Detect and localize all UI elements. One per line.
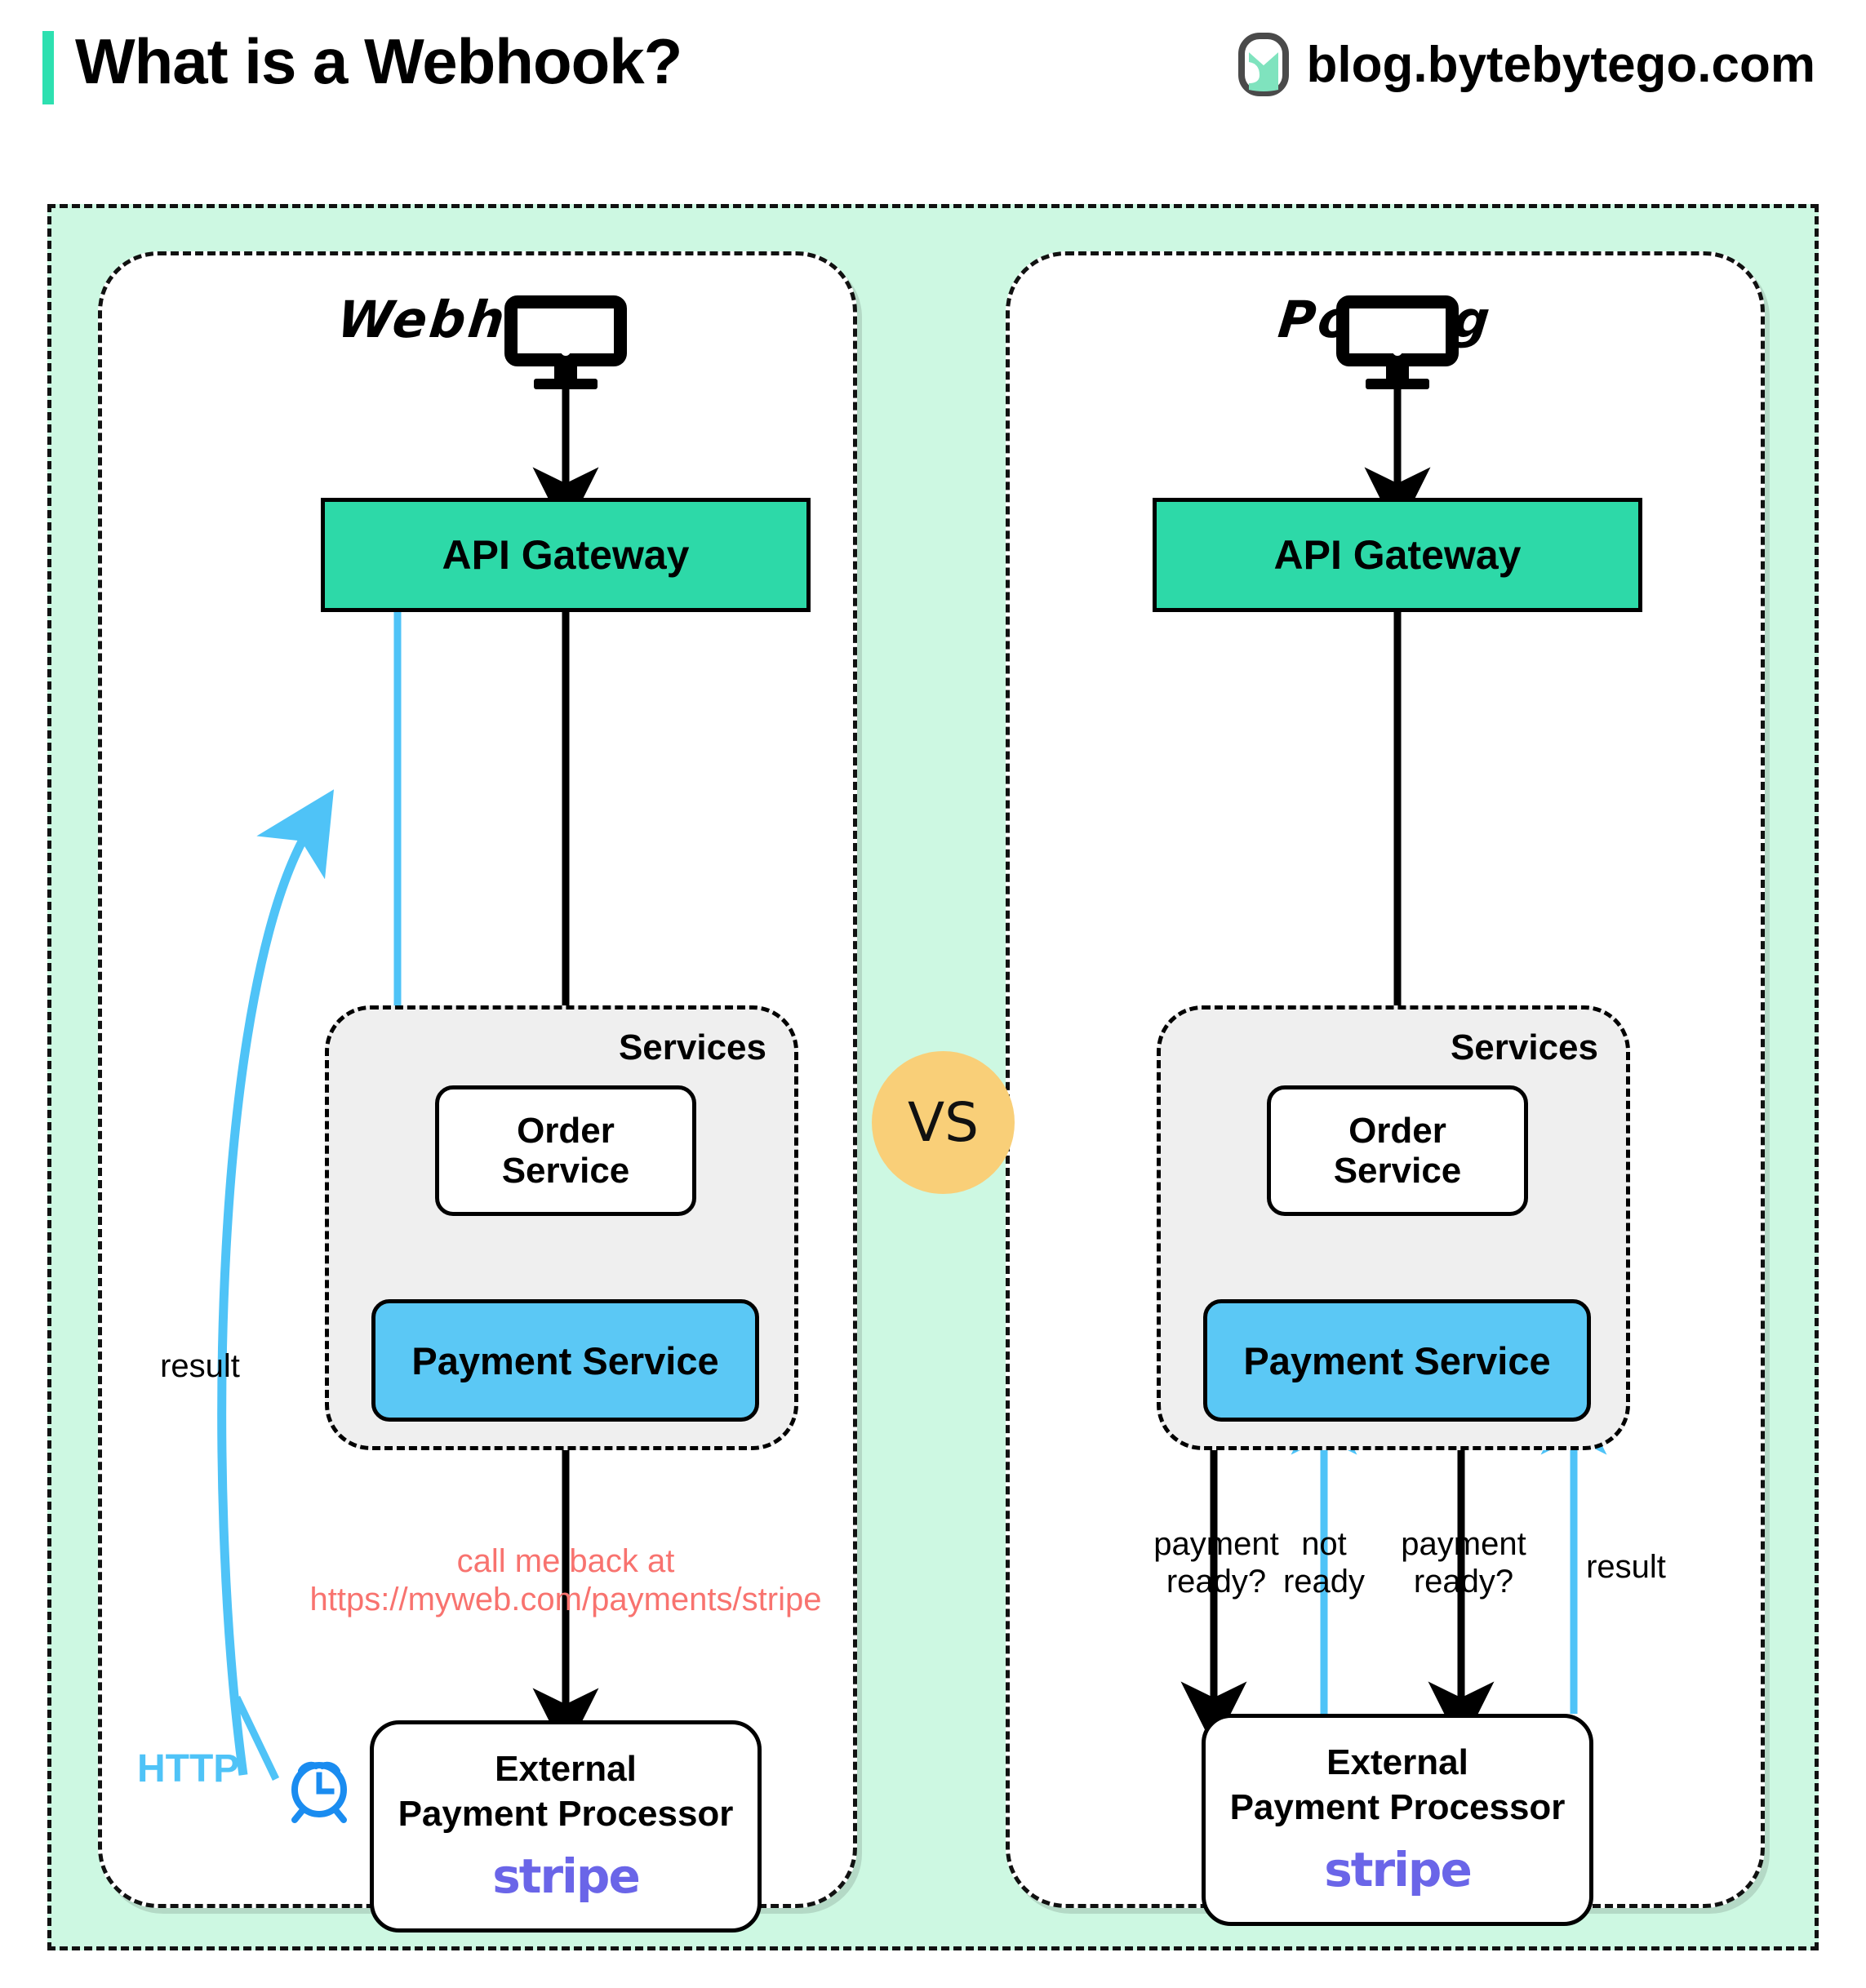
- monitor-base: [534, 379, 598, 389]
- poll-label-payment-ready-1: payment ready?: [1153, 1526, 1279, 1600]
- brand: blog.bytebytego.com: [1237, 33, 1815, 96]
- order-service-line2: Service: [501, 1151, 630, 1191]
- order-service-webhook[interactable]: Order Service: [435, 1085, 696, 1216]
- poll-label-payment-ready-2: payment ready?: [1401, 1526, 1526, 1600]
- services-label-polling: Services: [1450, 1027, 1598, 1067]
- payment-service-webhook[interactable]: Payment Service: [371, 1299, 759, 1422]
- poll-label-not-ready: not ready: [1282, 1526, 1366, 1600]
- services-label-webhook: Services: [618, 1027, 766, 1067]
- order-service-line1: Order: [517, 1110, 615, 1151]
- monitor-base: [1366, 379, 1429, 389]
- order-service-polling[interactable]: Order Service: [1267, 1085, 1528, 1216]
- page-header: What is a Webhook? blog.bytebytego.com: [0, 0, 1866, 139]
- processor-line2: Payment Processor: [1229, 1787, 1566, 1827]
- payment-service-polling[interactable]: Payment Service: [1203, 1299, 1591, 1422]
- monitor-icon-webhook: [504, 295, 627, 389]
- order-service-line2: Service: [1333, 1151, 1462, 1191]
- monitor-screen: [504, 295, 627, 366]
- processor-line1: External: [1326, 1742, 1468, 1782]
- callback-label-webhook: call me back at https://myweb.com/paymen…: [0, 1542, 1131, 1619]
- api-gateway-webhook[interactable]: API Gateway: [321, 498, 811, 612]
- title-accent-bar: [42, 31, 54, 104]
- page-title: What is a Webhook?: [75, 25, 682, 97]
- external-payment-processor-polling[interactable]: External Payment Processor stripe: [1202, 1714, 1593, 1926]
- callback-line1: call me back at: [456, 1543, 675, 1579]
- alarm-clock-icon: [291, 1761, 347, 1823]
- processor-line1: External: [495, 1748, 637, 1789]
- api-gateway-polling[interactable]: API Gateway: [1153, 498, 1642, 612]
- external-payment-processor-webhook[interactable]: External Payment Processor stripe: [370, 1720, 762, 1933]
- poll-label-result: result: [1586, 1549, 1666, 1585]
- stripe-logo: stripe: [492, 1848, 641, 1905]
- monitor-neck: [554, 365, 577, 383]
- callback-line2: https://myweb.com/payments/stripe: [309, 1582, 822, 1618]
- bytebytego-logo-icon: [1237, 33, 1289, 96]
- vs-badge: VS: [872, 1051, 1015, 1194]
- monitor-dot: [1393, 346, 1402, 356]
- processor-line2: Payment Processor: [398, 1794, 734, 1834]
- order-service-line1: Order: [1348, 1110, 1446, 1151]
- http-label-webhook: HTTP: [137, 1747, 240, 1791]
- monitor-dot: [561, 346, 571, 356]
- result-label-webhook: result: [160, 1348, 240, 1384]
- stripe-logo: stripe: [1324, 1842, 1473, 1898]
- monitor-neck: [1386, 365, 1409, 383]
- brand-text: blog.bytebytego.com: [1306, 36, 1815, 93]
- panel-title-webhook: Webhook: [334, 290, 621, 349]
- monitor-icon-polling: [1336, 295, 1459, 389]
